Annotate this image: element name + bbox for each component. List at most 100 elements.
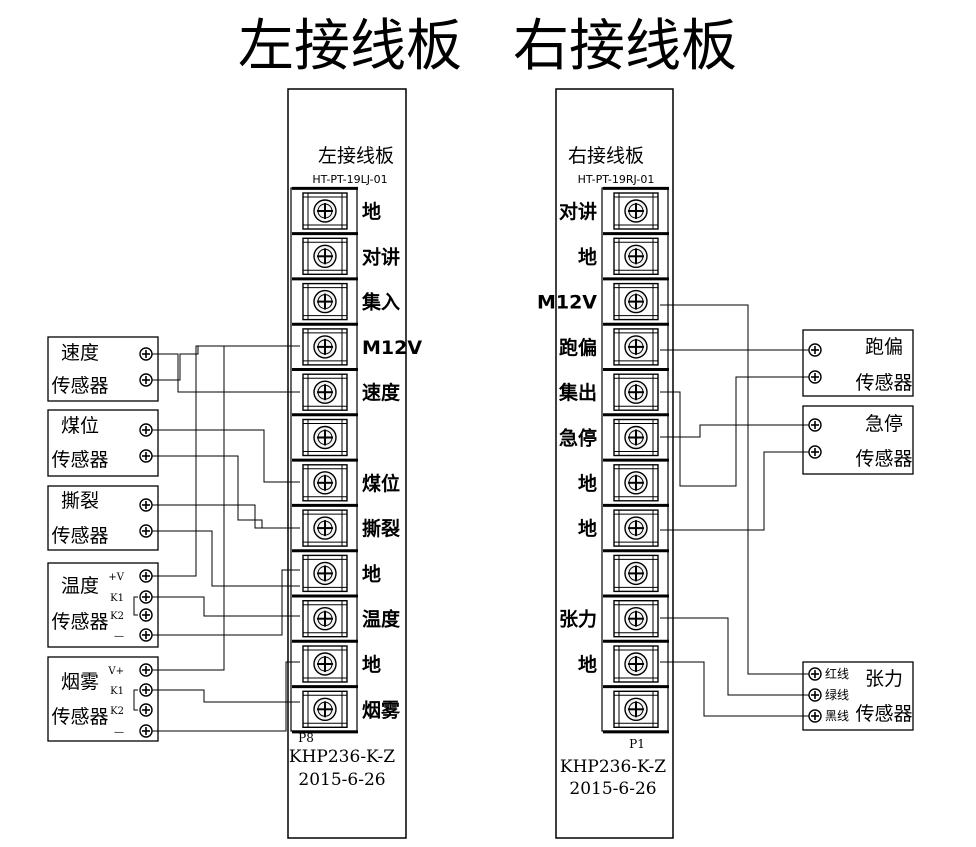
- sensor-name: 速度: [61, 342, 99, 364]
- right-terminal-label: 集出: [558, 381, 597, 404]
- right-terminal-label: 地: [578, 653, 597, 676]
- wire-8: [152, 596, 300, 617]
- sensor-pin-label: K1: [110, 593, 124, 604]
- left-terminal-1: [302, 192, 348, 230]
- sensor-pin-label: K2: [110, 611, 124, 622]
- sensor-pin-icon: [808, 418, 822, 432]
- wire-11: [152, 689, 300, 703]
- left-terminal-label: 地: [362, 562, 381, 585]
- left-terminal-label: 集入: [361, 291, 400, 314]
- sensor-pin-icon: [139, 663, 153, 677]
- right-terminal-10: [613, 599, 659, 638]
- sensor-name: 温度: [61, 575, 99, 597]
- right-terminal-8: [613, 509, 659, 548]
- sensor-pin-icon: [139, 569, 153, 583]
- sensor-pin-label: 黑线: [825, 709, 849, 723]
- sensor-pin-icon: [139, 703, 153, 717]
- left-terminal-label: 撕裂: [362, 517, 400, 540]
- left-terminal-5: [302, 373, 348, 412]
- left-terminal-label: 烟雾: [362, 698, 401, 721]
- wire-2: [152, 345, 300, 381]
- wire-4: [152, 455, 300, 529]
- sensor-name: 张力: [865, 668, 903, 690]
- left-terminal-2: [302, 237, 348, 276]
- wire-10: [152, 345, 300, 671]
- left-board-model: HT-PT-19LJ-01: [312, 173, 387, 186]
- left-part-number: KHP236-K-Z: [289, 747, 395, 767]
- sensor-pin-icon: [139, 347, 153, 361]
- wire-16: [660, 424, 809, 438]
- right-terminal-label: 地: [578, 245, 597, 268]
- left-terminal-3: [302, 282, 348, 321]
- left-terminal-6: [302, 418, 348, 457]
- right-terminal-7: [613, 463, 659, 502]
- sensor-type: 传感器: [51, 449, 108, 471]
- sensor-pin-icon: [139, 373, 153, 387]
- sensor-pin-icon: [139, 628, 153, 642]
- right-terminal-label: M12V: [537, 292, 597, 314]
- sensor-pin-icon: [808, 667, 822, 681]
- left-connector-name: P8: [298, 731, 314, 745]
- sensor-pin-icon: [139, 608, 153, 622]
- left-terminal-10: [302, 599, 348, 638]
- wire-19: [660, 661, 809, 717]
- sensor-name: 撕裂: [61, 490, 99, 512]
- sensor-pin-icon: [808, 445, 822, 459]
- left-terminal-label: M12V: [362, 337, 422, 359]
- left-terminal-label: 对讲: [362, 245, 400, 268]
- sensor-pin-icon: [808, 370, 822, 384]
- right-terminal-3: [613, 282, 659, 321]
- right-terminal-2: [613, 237, 659, 276]
- sensor-pin-icon: [139, 724, 153, 738]
- wire-12: [152, 661, 300, 732]
- right-terminal-label: 地: [578, 517, 597, 540]
- wire-9: [152, 569, 300, 636]
- sensor-pin-icon: [139, 498, 153, 512]
- left-terminal-board: 左接线板 HT-PT-19LJ-01 地对讲集入M12V速度煤位撕裂地温度地烟雾…: [287, 88, 422, 839]
- left-board-title: 左接线板: [318, 145, 394, 167]
- wire-6: [152, 530, 300, 587]
- sensor-pin-label: V+: [107, 666, 124, 677]
- right-terminal-5: [613, 373, 659, 412]
- right-terminal-12: [613, 690, 659, 729]
- sensor-pin-label: K1: [110, 686, 124, 697]
- left-terminal-label: 温度: [362, 608, 401, 631]
- sensor-type: 传感器: [51, 525, 108, 547]
- sensor-pin-icon: [808, 688, 822, 702]
- sensor-pin-icon: [139, 683, 153, 697]
- right-board-title: 右接线板: [568, 145, 644, 167]
- right-terminal-11: [613, 645, 659, 683]
- sensor-type: 传感器: [51, 611, 108, 633]
- sensor-type: 传感器: [855, 448, 912, 470]
- sensor-name: 煤位: [61, 415, 99, 437]
- sensor-pin-label: —: [114, 631, 124, 642]
- left-board-main-title: 左接线板: [238, 14, 462, 79]
- wire-5: [152, 504, 300, 529]
- sensor-pin-label: K2: [110, 706, 124, 717]
- left-terminal-8: [302, 509, 348, 548]
- sensor-type: 传感器: [51, 375, 108, 397]
- right-terminal-9: [613, 554, 659, 593]
- right-connector-name: P1: [629, 737, 645, 751]
- sensor-type: 传感器: [855, 703, 912, 725]
- sensor-name: 烟雾: [61, 671, 99, 693]
- left-terminal-label: 地: [362, 653, 381, 676]
- left-date: 2015-6-26: [298, 770, 385, 790]
- right-terminal-label: 急停: [559, 427, 597, 450]
- right-terminal-label: 地: [578, 472, 597, 495]
- left-terminal-label: 地: [362, 200, 381, 223]
- left-terminal-label: 煤位: [362, 472, 400, 495]
- right-terminal-6: [613, 418, 659, 457]
- left-terminal-9: [302, 554, 348, 593]
- wire-3: [152, 429, 300, 483]
